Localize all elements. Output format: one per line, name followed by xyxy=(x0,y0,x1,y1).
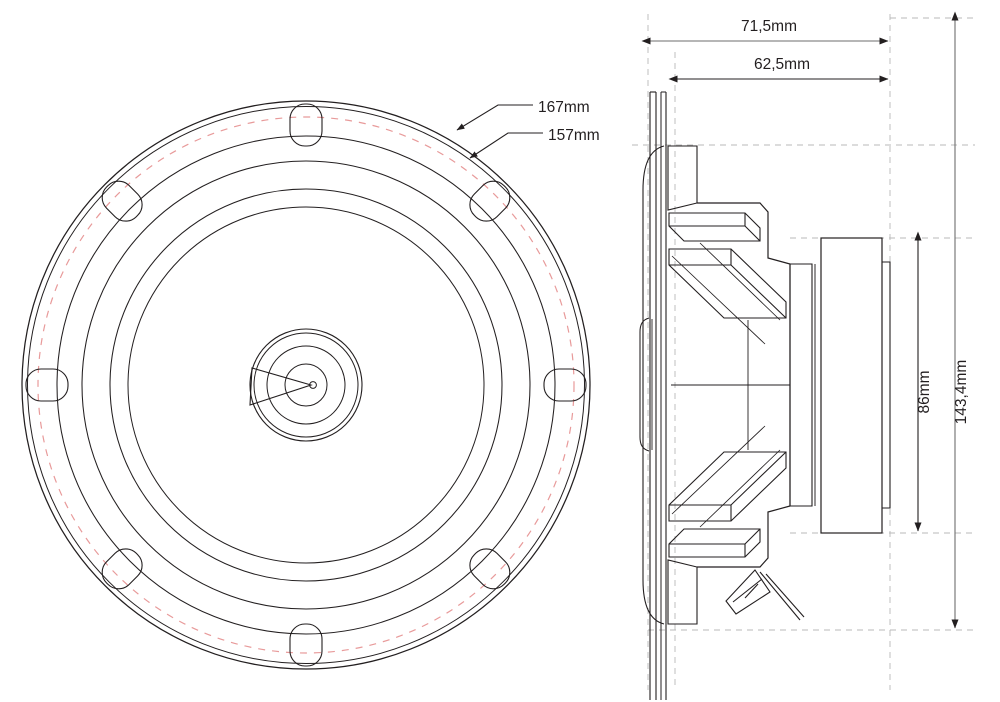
basket-spoke-upper xyxy=(668,212,761,242)
mounting-tab xyxy=(289,103,323,147)
mounting-tab xyxy=(543,368,587,402)
gasket-profile xyxy=(642,145,665,625)
basket-spoke-lower-2 xyxy=(668,451,787,522)
dimension-overall-diameter: 143,4mm xyxy=(951,11,970,629)
callout-outer-diameter: 167mm xyxy=(456,99,590,131)
callout-leader-line xyxy=(456,104,533,131)
dimension-lines: 71,5mm 62,5mm 86mm 143,4mm xyxy=(641,11,970,629)
cone-outer-ring xyxy=(127,206,485,564)
basket-strut-lines-lower xyxy=(671,425,781,528)
dustcap-outer-ring xyxy=(249,328,363,442)
dimension-mounting-depth-label: 62,5mm xyxy=(754,56,810,73)
mounting-tab xyxy=(469,180,511,222)
dimension-mounting-depth: 62,5mm xyxy=(668,56,889,83)
basket-rim-bottom xyxy=(667,559,698,625)
surround-inner-ring xyxy=(109,188,503,582)
mounting-tab xyxy=(101,180,143,222)
outer-rim-inner-circle xyxy=(27,106,585,664)
dustcap-mid-ring xyxy=(266,345,346,425)
outer-rim-outer-circle xyxy=(21,100,591,670)
callout-outer-diameter-label: 167mm xyxy=(538,99,590,116)
dimension-magnet-diameter: 86mm xyxy=(914,231,933,532)
dimension-magnet-diameter-label: 86mm xyxy=(916,370,933,413)
magnet-block xyxy=(820,237,883,534)
gasket-ring-outer xyxy=(56,135,556,635)
callout-cutout-diameter-label: 157mm xyxy=(548,127,600,144)
magnet-back-plate xyxy=(882,261,891,509)
mounting-tab xyxy=(469,548,511,590)
basket-spoke-upper-2 xyxy=(668,248,787,319)
front-view-callouts: 167mm 157mm xyxy=(456,99,600,159)
pole-plate xyxy=(789,263,813,507)
dustcap-outer-ring-2 xyxy=(253,332,359,438)
basket-strut-lines-upper xyxy=(671,242,781,345)
basket-rim-top xyxy=(667,145,698,211)
mounting-tab xyxy=(289,623,323,667)
front-view xyxy=(21,100,591,670)
surround-outer-ring xyxy=(81,160,531,610)
dimension-overall-diameter-label: 143,4mm xyxy=(953,360,970,425)
side-view xyxy=(639,91,891,700)
dustcap-highlight-wedge xyxy=(249,367,313,406)
speaker-terminals xyxy=(725,569,805,621)
flange-side-tab xyxy=(639,317,650,452)
callout-cutout-diameter: 157mm xyxy=(469,127,600,159)
construction-guides xyxy=(632,14,975,690)
dustcap-inner-ring xyxy=(284,363,328,407)
cutout-pcd-circle xyxy=(37,116,575,654)
mounting-tab xyxy=(101,548,143,590)
mounting-tab xyxy=(25,368,69,402)
dimension-overall-depth: 71,5mm xyxy=(641,18,889,45)
basket-spoke-lower xyxy=(668,528,761,558)
front-flange-plate xyxy=(649,91,667,700)
cone-inner-lines xyxy=(671,320,790,450)
dimension-overall-depth-label: 71,5mm xyxy=(741,18,797,35)
mounting-tabs-group xyxy=(25,103,587,667)
callout-leader-line xyxy=(469,132,543,159)
